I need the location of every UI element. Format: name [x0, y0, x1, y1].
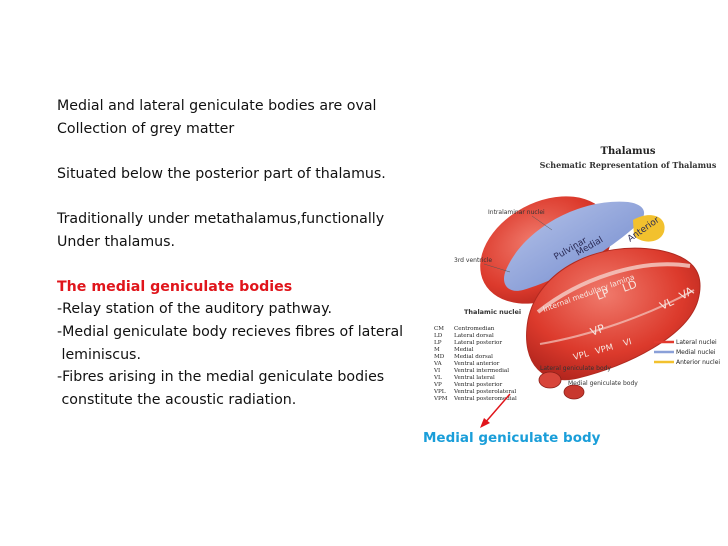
label-intralaminar: Intralaminar nuclei: [488, 209, 545, 216]
para-2-line-1: Situated below the posterior part of tha…: [57, 165, 386, 182]
label-thalamic-nuclei: Thalamic nuclei: [464, 308, 521, 316]
svg-text:VI: VI: [433, 368, 440, 374]
svg-text:Lateral dorsal: Lateral dorsal: [454, 333, 494, 339]
svg-text:Anterior nuclei: Anterior nuclei: [676, 359, 720, 366]
svg-text:Medial: Medial: [454, 347, 474, 353]
svg-text:LP: LP: [434, 340, 442, 346]
bullet-line: -Fibres arising in the medial geniculate…: [57, 369, 385, 386]
svg-text:VPM: VPM: [433, 396, 448, 402]
label-lateral-geniculate: Lateral geniculate body: [540, 365, 611, 372]
figure-caption: Medial geniculate body: [423, 430, 601, 446]
label-VI: VI: [622, 337, 633, 349]
label-medial-geniculate: Medial geniculate body: [568, 380, 638, 387]
svg-text:VPL: VPL: [433, 389, 446, 395]
svg-text:VA: VA: [433, 361, 443, 367]
anterior-nuclei: [633, 215, 665, 242]
label-LP: LP: [595, 286, 612, 303]
svg-text:VL: VL: [433, 375, 442, 381]
color-legend: Lateral nuclei Medial nuclei Anterior nu…: [654, 339, 720, 366]
section-heading: The medial geniculate bodies: [57, 278, 293, 295]
svg-text:Ventral anterior: Ventral anterior: [453, 361, 500, 367]
bullet-line: leminiscus.: [57, 346, 141, 363]
svg-text:Ventral lateral: Ventral lateral: [453, 375, 495, 381]
label-VP: VP: [589, 322, 607, 339]
svg-text:Centromedian: Centromedian: [454, 326, 495, 332]
para-3-line-2: Under thalamus.: [57, 233, 176, 250]
bullet-line: -Relay station of the auditory pathway.: [57, 301, 332, 318]
label-VPL: VPL: [572, 349, 590, 363]
bullet-line: constitute the acoustic radiation.: [57, 391, 297, 408]
label-VL: VL: [658, 295, 677, 313]
abbreviation-key: CM Centromedian LD Lateral dorsal LP Latera…: [433, 326, 517, 402]
svg-text:MD: MD: [434, 354, 445, 360]
svg-text:VP: VP: [433, 382, 442, 388]
svg-text:Lateral nuclei: Lateral nuclei: [676, 339, 717, 346]
svg-text:M: M: [434, 347, 440, 353]
svg-text:Ventral intermedial: Ventral intermedial: [453, 368, 509, 374]
label-VPM: VPM: [594, 343, 614, 357]
para-1-line-2: Collection of grey matter: [57, 120, 235, 137]
para-3-line-1: Traditionally under metathalamus,functio…: [57, 210, 385, 227]
label-LD: LD: [621, 278, 639, 295]
svg-text:LD: LD: [434, 333, 443, 339]
slide-text: Medial and lateral geniculate bodies are…: [57, 95, 427, 411]
svg-text:Medial dorsal: Medial dorsal: [454, 354, 493, 360]
svg-text:Lateral posterior: Lateral posterior: [454, 340, 502, 346]
svg-text:Medial nuclei: Medial nuclei: [676, 349, 716, 356]
svg-text:CM: CM: [434, 326, 444, 332]
svg-text:Ventral posteromedial: Ventral posteromedial: [453, 396, 517, 402]
label-ventricle: 3rd ventricle: [454, 257, 492, 264]
pointer-arrow: [480, 393, 511, 428]
para-1-line-1: Medial and lateral geniculate bodies are…: [57, 98, 377, 114]
figure-subtitle: Schematic Representation of Thalamus: [540, 160, 717, 170]
medial-nuclei: [503, 201, 645, 291]
label-VA: VA: [677, 284, 696, 303]
svg-text:Ventral posterior: Ventral posterior: [453, 382, 502, 388]
bullet-line: -Medial geniculate body recieves fibres …: [57, 323, 404, 340]
figure-title: Thalamus: [601, 146, 656, 157]
svg-text:Ventral posterolateral: Ventral posterolateral: [453, 389, 516, 395]
medial-geniculate-shape: [563, 384, 585, 400]
thalamus-diagram: Thalamus Schematic Representation of Tha…: [433, 146, 720, 402]
lateral-geniculate-shape: [538, 371, 562, 389]
